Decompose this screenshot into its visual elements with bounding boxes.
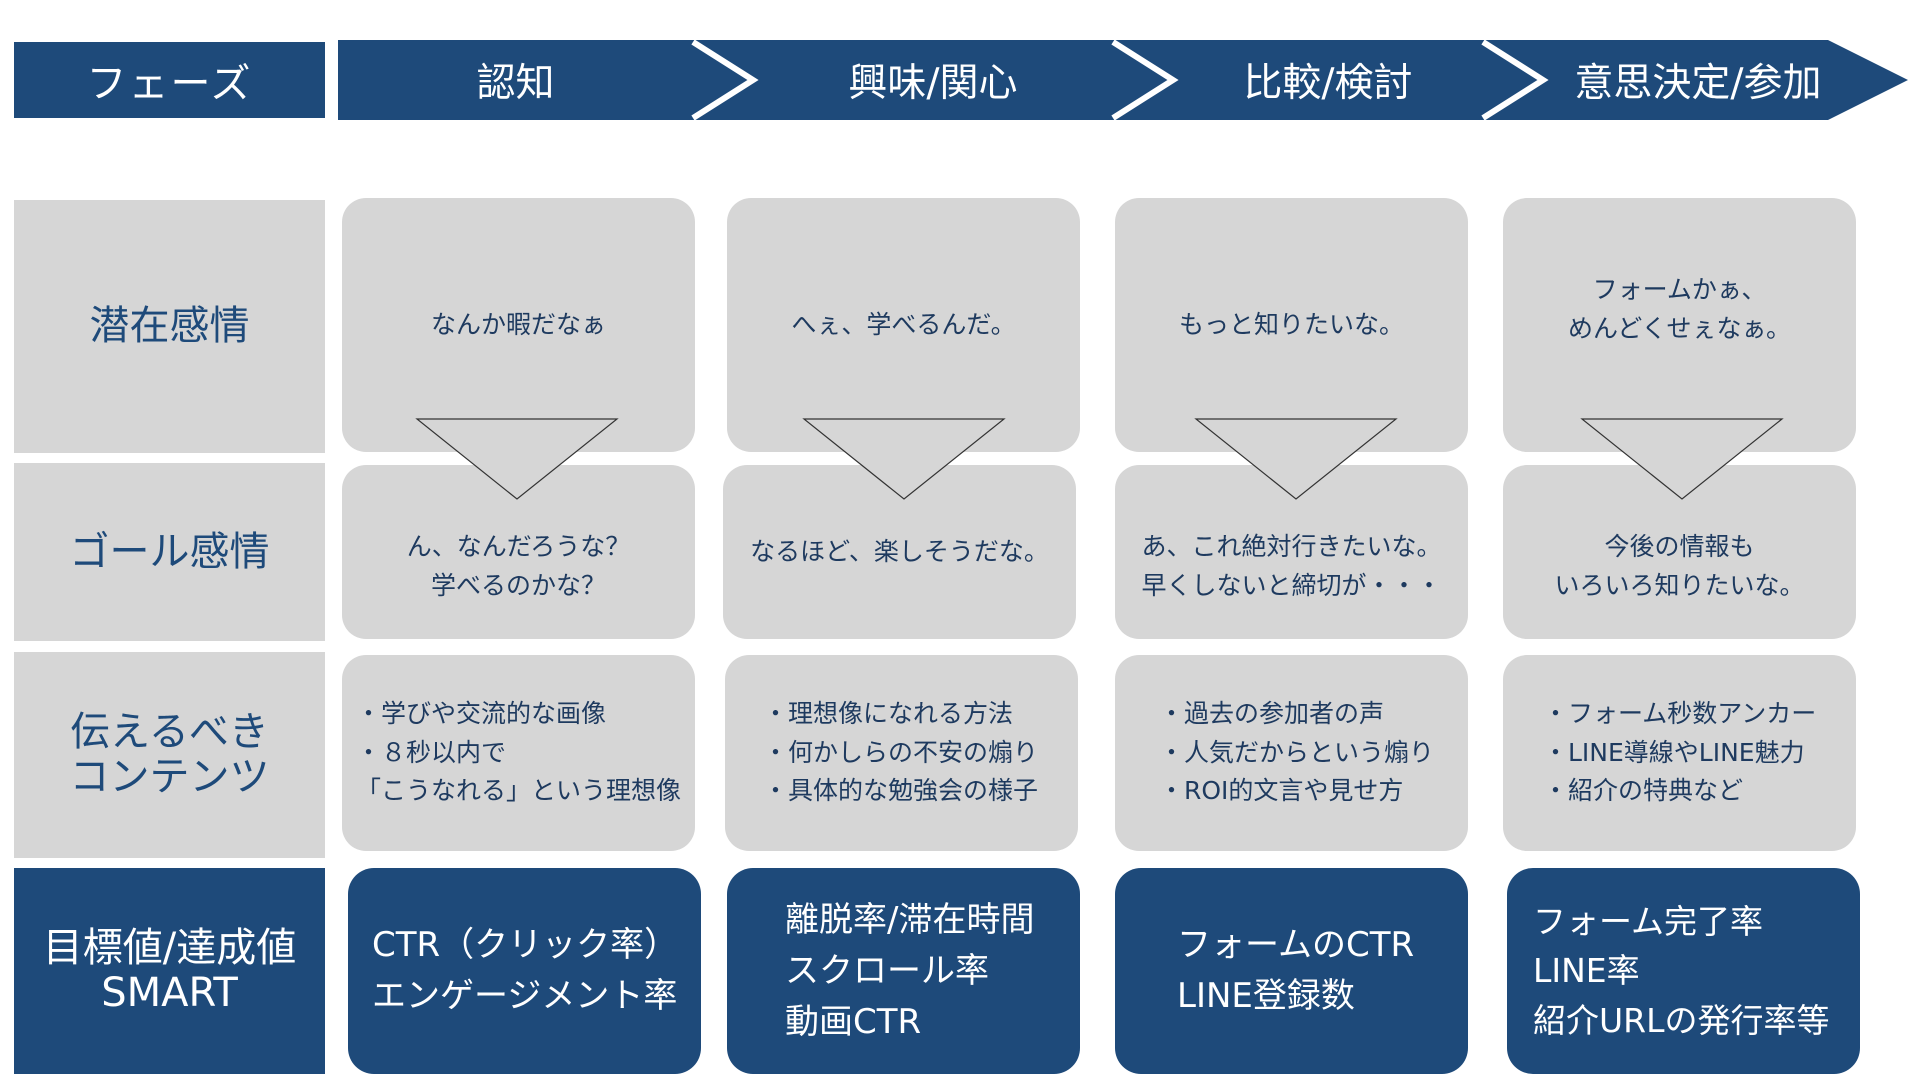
row-label-goal-emotion: ゴール感情: [14, 463, 325, 641]
content-card-2: ・理想像になれる方法 ・何かしらの不安の煽り ・具体的な勉強会の様子: [725, 655, 1078, 851]
arrow-bar-shape: [338, 40, 1908, 120]
phase-decision: 意思決定/参加: [1574, 61, 1822, 106]
row-label-text: 目標値/達成値 SMART: [42, 925, 297, 1016]
metric-text: フォーム完了率 LINE率 紹介URLの発行率等: [1533, 901, 1830, 1040]
metric-text: フォームのCTR LINE登録数: [1177, 925, 1415, 1016]
phase-arrow-bar: 認知 興味/関心 比較/検討 意思決定/参加: [338, 40, 1908, 120]
phase-awareness: 認知: [476, 61, 555, 106]
phase-interest: 興味/関心: [848, 61, 1018, 106]
content-text: ・理想像になれる方法 ・何かしらの不安の煽り ・具体的な勉強会の様子: [763, 698, 1039, 806]
latent-text: フォームかぁ、 めんどくせぇなぁ。: [1567, 275, 1791, 343]
metric-text: 離脱率/滞在時間 スクロール率 動画CTR: [785, 899, 1035, 1042]
row-label-text: 潜在感情: [89, 303, 250, 350]
latent-card-3: もっと知りたいな。: [1115, 198, 1468, 452]
goal-text: ん、なんだろうな？ 学べるのかな？: [406, 532, 631, 600]
latent-text: へぇ、学べるんだ。: [791, 309, 1016, 339]
row-label-content: 伝えるべき コンテンツ: [14, 652, 325, 858]
goal-text: あ、これ絶対行きたいな。 早くしないと締切が・・・: [1141, 532, 1442, 600]
latent-card-4: フォームかぁ、 めんどくせぇなぁ。: [1503, 198, 1856, 452]
latent-card-1: なんか暇だなぁ: [342, 198, 695, 452]
metric-card-4: フォーム完了率 LINE率 紹介URLの発行率等: [1507, 868, 1860, 1074]
goal-text: 今後の情報も いろいろ知りたいな。: [1554, 532, 1805, 600]
metric-card-1: CTR（クリック率） エンゲージメント率: [348, 868, 701, 1074]
row-label-latent-emotion: 潜在感情: [14, 200, 325, 453]
chevron-divider-2: [1111, 40, 1179, 120]
down-triangle-1: [415, 418, 619, 500]
content-card-1: ・学びや交流的な画像 ・８秒以内で 「こうなれる」という理想像: [342, 655, 695, 851]
down-triangle-4: [1580, 418, 1784, 500]
content-text: ・過去の参加者の声 ・人気だからという煽り ・ROI的文言や見せ方: [1159, 698, 1435, 806]
chevron-divider-3: [1481, 40, 1549, 120]
phase-comparison: 比較/検討: [1243, 61, 1413, 106]
latent-text: なんか暇だなぁ: [430, 309, 606, 339]
row-label-target: 目標値/達成値 SMART: [14, 868, 325, 1074]
metric-card-3: フォームのCTR LINE登録数: [1115, 868, 1468, 1074]
row-label-text: ゴール感情: [69, 528, 270, 575]
down-triangle-2: [802, 418, 1006, 500]
content-card-4: ・フォーム秒数アンカー ・LINE導線やLINE魅力 ・紹介の特典など: [1503, 655, 1856, 851]
down-triangle-3: [1194, 418, 1398, 500]
latent-text: もっと知りたいな。: [1178, 309, 1404, 339]
metric-card-2: 離脱率/滞在時間 スクロール率 動画CTR: [727, 868, 1080, 1074]
content-text: ・フォーム秒数アンカー ・LINE導線やLINE魅力 ・紹介の特典など: [1543, 698, 1817, 806]
goal-text: なるほど、楽しそうだな。: [750, 536, 1049, 566]
phase-header: フェーズ: [14, 42, 325, 118]
latent-card-2: へぇ、学べるんだ。: [727, 198, 1080, 452]
metric-text: CTR（クリック率） エンゲージメント率: [372, 925, 679, 1016]
row-label-text: 伝えるべき コンテンツ: [69, 709, 270, 800]
content-text: ・学びや交流的な画像 ・８秒以内で 「こうなれる」という理想像: [356, 698, 682, 806]
chevron-divider-1: [691, 40, 759, 120]
content-card-3: ・過去の参加者の声 ・人気だからという煽り ・ROI的文言や見せ方: [1115, 655, 1468, 851]
goal-card-3: あ、これ絶対行きたいな。 早くしないと締切が・・・: [1115, 465, 1468, 639]
